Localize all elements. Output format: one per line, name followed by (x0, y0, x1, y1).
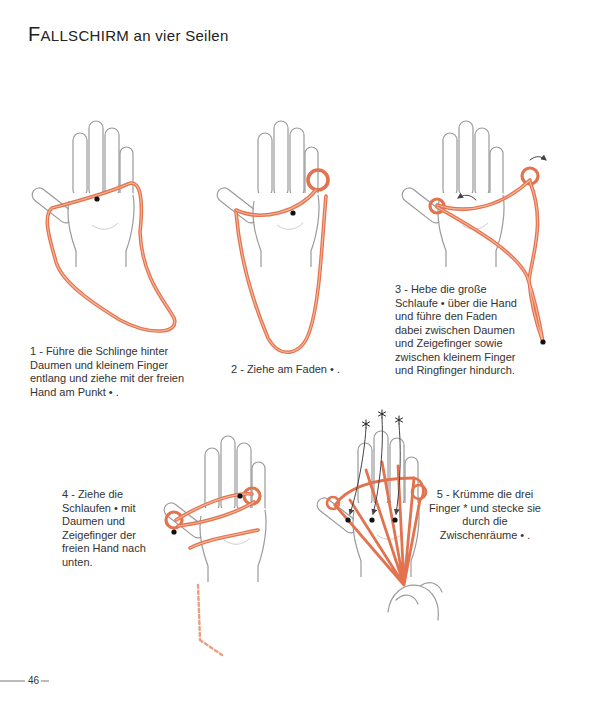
step-caption: 5 - Krümme die drei Finger * und stecke … (428, 488, 542, 542)
marker-dot (94, 196, 99, 201)
marker-dot (290, 210, 295, 215)
motion-arrow (530, 157, 546, 160)
step-caption: 4 - Ziehe die Schlaufen • mit Daumen und… (62, 488, 160, 569)
motion-arrow (350, 428, 366, 514)
hand-figure (214, 121, 319, 267)
step-caption: 1 - Führe die Schlinge hinter Daumen und… (30, 345, 202, 399)
page-number: 46 (28, 674, 39, 688)
step-caption: 2 - Ziehe am Faden • . (231, 363, 351, 377)
step-caption: 3 - Hebe die große Schlaufe • über die H… (395, 283, 521, 378)
motion-arrow (458, 195, 476, 200)
page-title: FALLSCHIRM an vier Seilen (28, 24, 229, 46)
hand-figure (399, 121, 504, 267)
hand-figure (29, 121, 134, 267)
string (166, 488, 260, 655)
motion-arrow (373, 418, 382, 514)
page-rule (41, 681, 49, 682)
string (236, 170, 328, 352)
marker-dot (237, 493, 242, 498)
marker-dot (392, 517, 397, 522)
motion-arrow (396, 424, 400, 514)
holding-hand (388, 583, 442, 620)
marker-dot (369, 517, 374, 522)
string (47, 183, 175, 331)
asterisk (363, 410, 403, 428)
hand-figure (161, 436, 266, 582)
page-rule (0, 681, 25, 682)
marker-dot (345, 517, 350, 522)
marker-dot (540, 339, 545, 344)
string (327, 410, 442, 620)
marker-dot (171, 529, 176, 534)
